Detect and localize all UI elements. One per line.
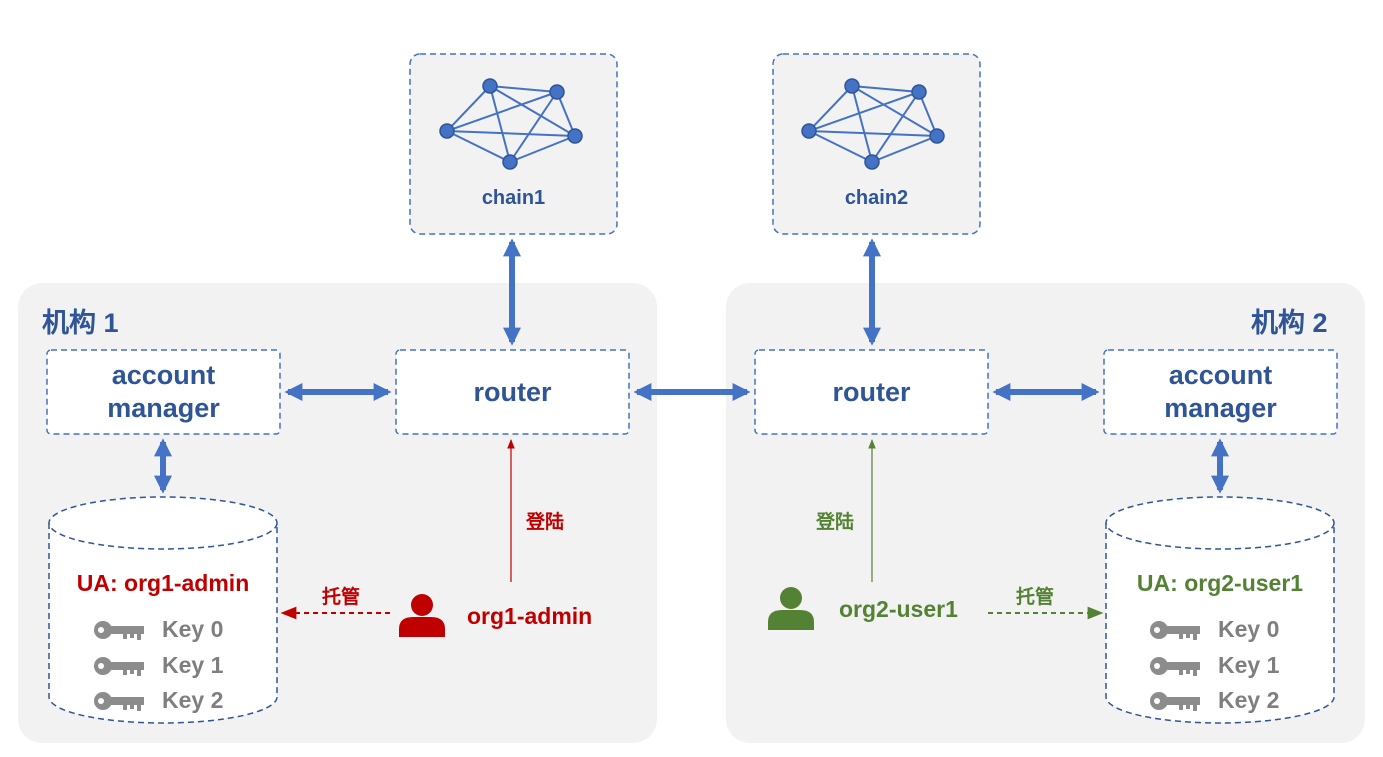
org1-key-2: Key 2 xyxy=(162,687,224,713)
org1-custody-label: 托管 xyxy=(322,587,361,608)
org2-title: 机构 2 xyxy=(1251,308,1328,338)
chain1-box xyxy=(409,53,618,235)
org2-router-label: router xyxy=(832,376,911,407)
org1-login-label: 登陆 xyxy=(526,512,565,533)
org2-user-name: org2-user1 xyxy=(839,596,958,622)
org2-custody-label: 托管 xyxy=(1016,587,1055,608)
org2-key-2: Key 2 xyxy=(1218,687,1280,713)
org2-ua-label: UA: org2-user1 xyxy=(1136,570,1304,596)
org2-account-manager-box xyxy=(1103,349,1338,435)
org2-router-box xyxy=(754,349,989,435)
org2-key-1: Key 1 xyxy=(1218,652,1280,678)
org1-account-manager-box xyxy=(46,349,281,435)
org1-router-label: router xyxy=(473,376,552,407)
org2-key-0: Key 0 xyxy=(1218,616,1280,642)
org2-login-label: 登陆 xyxy=(816,512,855,533)
org1-ua-label: UA: org1-admin xyxy=(76,570,250,596)
org1-key-1: Key 1 xyxy=(162,652,224,678)
chain1-label: chain1 xyxy=(481,187,546,209)
org1-user-name: org1-admin xyxy=(467,603,593,629)
org1-router-box xyxy=(395,349,630,435)
org1-title: 机构 1 xyxy=(42,308,119,338)
chain2-box xyxy=(772,53,981,235)
org1-key-0: Key 0 xyxy=(162,616,224,642)
chain2-label: chain2 xyxy=(844,187,909,209)
